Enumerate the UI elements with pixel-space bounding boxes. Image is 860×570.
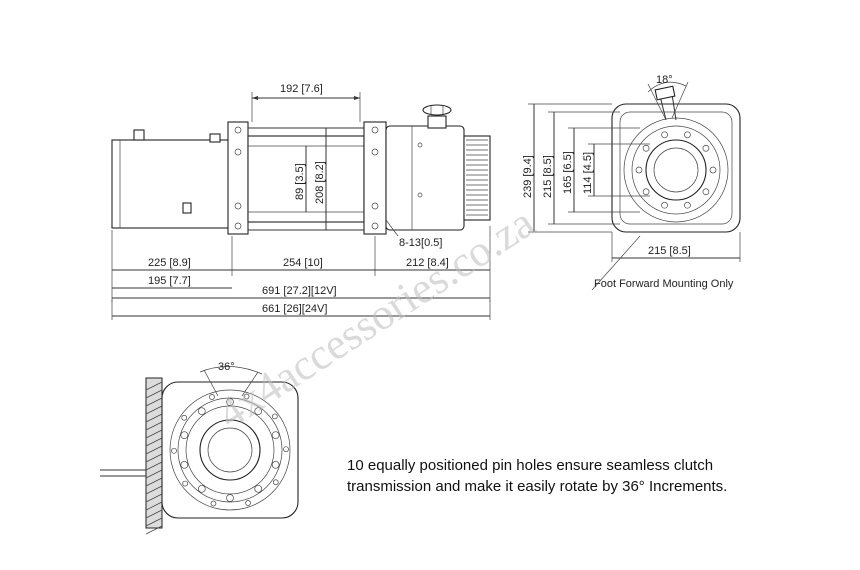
hatch-line bbox=[145, 453, 163, 463]
pin-hole bbox=[197, 484, 206, 493]
pin-holes bbox=[171, 393, 289, 507]
dim-208: 208 [8.2] bbox=[314, 161, 326, 204]
hatch-line bbox=[145, 477, 163, 487]
outer-bolt bbox=[272, 479, 279, 486]
dim-18deg: 18° bbox=[656, 74, 673, 86]
outer-bolt bbox=[182, 480, 189, 487]
dim-691: 691 [27.2][12V] bbox=[262, 285, 337, 297]
hatch-line bbox=[145, 469, 163, 479]
dim-36deg: 36° bbox=[218, 361, 235, 373]
outer-bolt bbox=[283, 446, 289, 453]
outer-bolt bbox=[209, 394, 215, 400]
hatch-line bbox=[145, 397, 163, 407]
outer-bolt bbox=[181, 414, 188, 421]
hatch-line bbox=[145, 421, 163, 431]
outer-bolt bbox=[245, 500, 251, 506]
pin-hole bbox=[197, 407, 206, 416]
end-bolt-holes bbox=[635, 131, 717, 209]
pin-hole bbox=[180, 431, 189, 440]
hatch-line bbox=[145, 437, 163, 447]
dim-192: 192 [7.6] bbox=[280, 83, 323, 95]
clutch-ribs bbox=[466, 139, 488, 216]
dim-215v: 215 [8.5] bbox=[542, 155, 554, 198]
dim-8-13: 8-13[0.5] bbox=[399, 237, 442, 249]
dim-89: 89 [3.5] bbox=[294, 163, 306, 200]
clutch-detail-view: 36° bbox=[100, 361, 299, 535]
pin-hole bbox=[271, 460, 280, 469]
outer-bolt bbox=[171, 447, 177, 454]
side-view: 192 [7.6] 89 [3.5] 208 [8.2] 8-13[0.5] 2… bbox=[111, 83, 491, 320]
dim-661: 661 [26][24V] bbox=[262, 303, 327, 315]
hatch-line bbox=[145, 461, 163, 471]
hatch-line bbox=[145, 493, 163, 503]
end-bolt-hole bbox=[661, 201, 668, 209]
pin-hole bbox=[254, 484, 263, 493]
hatch-line bbox=[145, 429, 163, 439]
pin-hole bbox=[254, 407, 263, 416]
pin-hole-caption: 10 equally positioned pin holes ensure s… bbox=[347, 457, 728, 495]
outer-bolt bbox=[243, 393, 250, 400]
end-bolt-hole bbox=[642, 144, 650, 152]
outer-bolt bbox=[210, 500, 217, 507]
end-bolt-hole bbox=[702, 188, 710, 196]
end-bolt-hole bbox=[709, 166, 717, 174]
end-bolt-hole bbox=[661, 131, 668, 139]
dim-239: 239 [9.4] bbox=[522, 155, 534, 198]
pin-hole bbox=[271, 431, 280, 440]
hatch-line bbox=[145, 501, 163, 511]
hatch-line bbox=[145, 413, 163, 423]
hatch-line bbox=[145, 381, 163, 391]
dim-225: 225 [8.9] bbox=[148, 257, 191, 269]
end-view: 18° 239 [9.4] 215 [8.5] 165 [6.5] 114 [4… bbox=[522, 74, 741, 291]
dim-212: 212 [8.4] bbox=[406, 257, 449, 269]
end-bolt-hole bbox=[635, 166, 643, 174]
dim-195: 195 [7.7] bbox=[148, 275, 191, 287]
hatch-line bbox=[145, 485, 163, 495]
dim-215h: 215 [8.5] bbox=[648, 245, 691, 257]
hatch-line bbox=[145, 517, 163, 527]
end-bolt-hole bbox=[642, 188, 650, 196]
end-bolt-hole bbox=[684, 131, 691, 139]
hatch-line bbox=[145, 445, 163, 455]
dim-114: 114 [4.5] bbox=[582, 152, 594, 194]
wall-hatching bbox=[145, 381, 163, 535]
pin-hole bbox=[226, 494, 234, 502]
hatch-line bbox=[145, 389, 163, 399]
dim-165: 165 [6.5] bbox=[562, 151, 574, 194]
hatch-line bbox=[145, 405, 163, 415]
foot-mounting-note: Foot Forward Mounting Only bbox=[594, 278, 734, 290]
pin-hole bbox=[180, 460, 189, 469]
pin-hole bbox=[226, 398, 234, 406]
hatch-line bbox=[145, 509, 163, 519]
dim-254: 254 [10] bbox=[283, 257, 323, 269]
hatch-line bbox=[145, 525, 163, 535]
end-bolt-hole bbox=[684, 201, 691, 209]
end-bolt-hole bbox=[702, 144, 710, 152]
outer-bolt bbox=[271, 413, 278, 420]
